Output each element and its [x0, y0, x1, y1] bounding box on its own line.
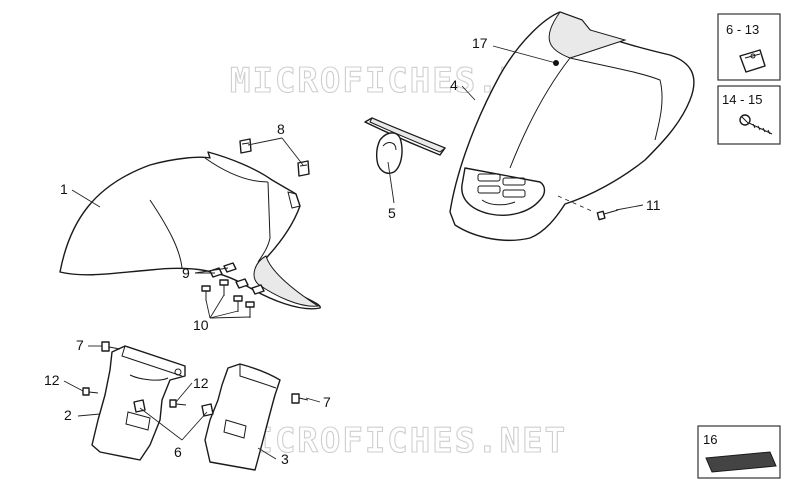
callout-6: 6 [174, 444, 182, 460]
callout-5: 5 [388, 205, 396, 221]
leader-lines [63, 45, 644, 460]
callout-4: 4 [450, 77, 458, 93]
clip-nut-icon [739, 49, 766, 73]
callout-12-right: 12 [193, 375, 209, 391]
callout-10: 10 [193, 317, 209, 333]
legend-box-14-15: 14 - 15 [717, 85, 781, 145]
callout-12-left: 12 [44, 372, 60, 388]
part-screws-7 [101, 341, 309, 404]
legend-box-6-13-label: 6 - 13 [726, 22, 759, 37]
part-panel-3 [204, 363, 281, 471]
callout-7-left: 7 [76, 337, 84, 353]
adhesive-pad-icon [705, 451, 777, 473]
legend-box-16: 16 [697, 425, 781, 479]
callout-9: 9 [182, 265, 190, 281]
screw-icon [739, 114, 773, 135]
part-cover-5 [364, 117, 446, 174]
legend-box-6-13: 6 - 13 [717, 13, 781, 81]
callout-7-right: 7 [323, 394, 331, 410]
legend-box-16-label: 16 [703, 432, 717, 447]
callout-3: 3 [281, 451, 289, 467]
part-screw-11 [596, 209, 619, 221]
callout-labels: 1 8 9 10 5 4 17 11 7 12 2 12 6 3 7 [44, 35, 661, 467]
callout-11: 11 [646, 197, 661, 213]
watermark-bottom: MICROFICHES.NET [230, 421, 567, 461]
part-clips-6 [133, 399, 214, 417]
callout-1: 1 [60, 181, 68, 197]
part-screws-12 [82, 387, 187, 408]
callout-8: 8 [277, 121, 285, 137]
callout-17: 17 [472, 35, 488, 51]
part-front-shield-4 [449, 11, 695, 241]
part-front-mudguard [59, 151, 321, 310]
part-clips-8 [239, 138, 310, 177]
legend-box-14-15-label: 14 - 15 [722, 92, 762, 107]
callout-2: 2 [64, 407, 72, 423]
part-screws-10 [201, 279, 255, 318]
